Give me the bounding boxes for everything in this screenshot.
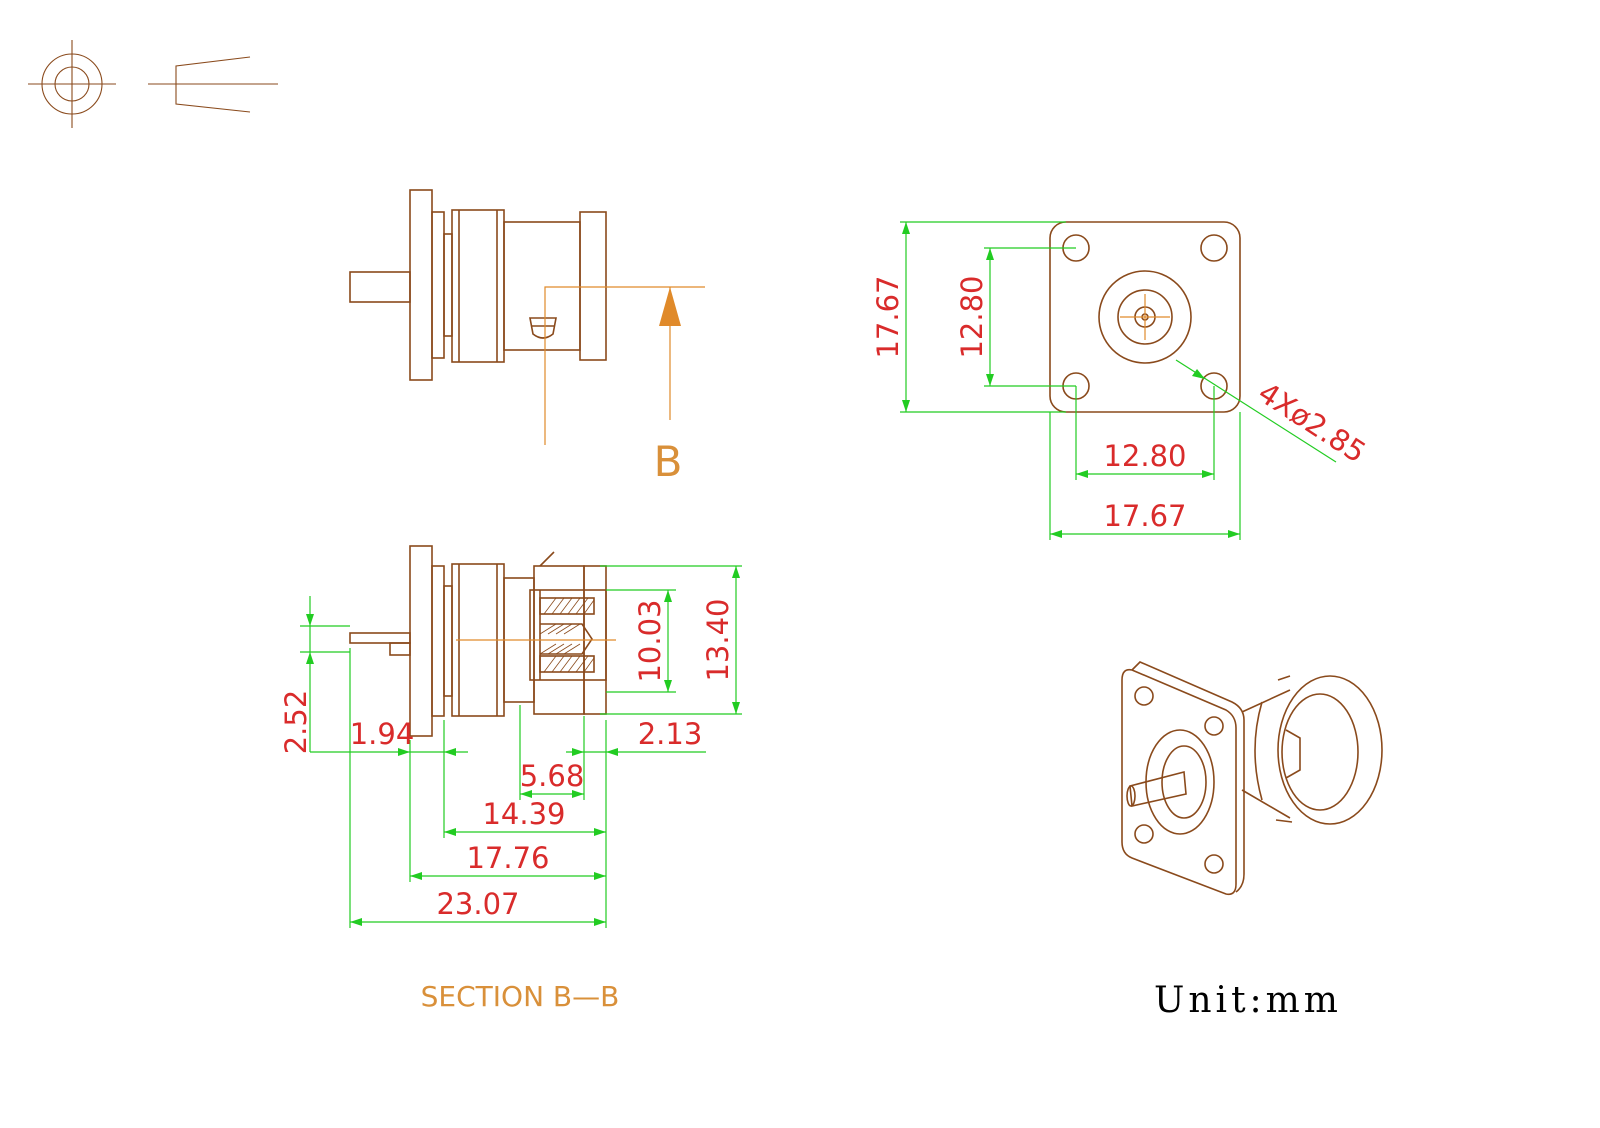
unit-label: Unit:mm [1154,980,1342,1021]
front-view: 17.67 12.80 12.80 17.67 4Xø2.85 [871,221,1372,540]
dim-pin-offset: 2.52 [279,690,313,755]
dim-body-length: 14.39 [482,797,565,831]
dim-flange-to-end: 17.76 [466,841,549,875]
dim-inner-diameter: 10.03 [633,599,667,682]
dim-hole-pitch-vertical: 12.80 [955,275,989,358]
dim-hole-pitch-horizontal: 12.80 [1103,439,1186,473]
dim-hole-callout: 4Xø2.85 [1252,375,1372,469]
first-angle-projection-icon [28,40,278,128]
side-view: B [349,189,705,486]
section-title: SECTION B—B [421,980,620,1013]
dim-bayonet: 5.68 [520,759,585,793]
dim-pin-length: 1.94 [350,717,415,751]
dim-flange-height: 17.67 [871,275,905,358]
dim-rear-length: 2.13 [638,717,703,751]
dim-overall-length: 23.07 [436,887,519,921]
connector-3d-icon [1121,661,1383,896]
section-view: 2.52 1.94 2.13 5.68 14.39 17.76 23.07 [279,545,742,1013]
dim-flange-width: 17.67 [1103,499,1186,533]
section-marker-b: B [654,437,683,486]
dim-outer-diameter: 13.40 [701,598,735,681]
